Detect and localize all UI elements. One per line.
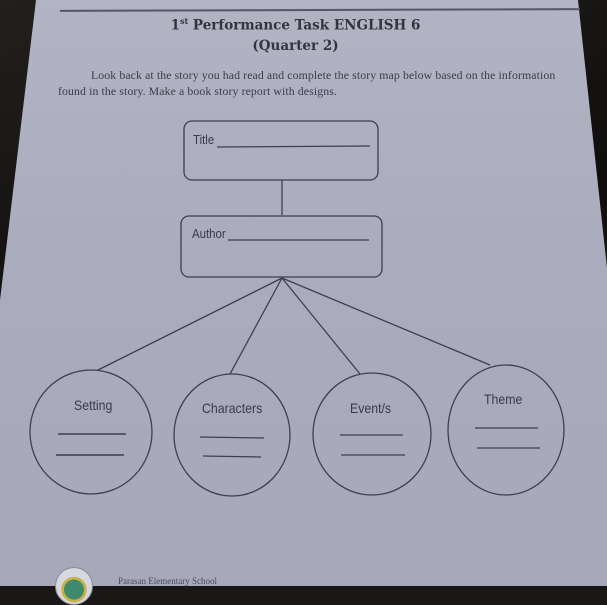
worksheet-subtitle: (Quarter 2) xyxy=(252,38,339,54)
title-box xyxy=(183,120,379,181)
instructions-text: Look back at the story you had read and … xyxy=(58,68,556,98)
title-text: Performance Task ENGLISH 6 xyxy=(188,17,421,34)
instructions: Look back at the story you had read and … xyxy=(58,67,558,99)
school-seal-icon xyxy=(55,567,93,605)
events-circle xyxy=(312,372,432,496)
school-name: Parasan Elementary School xyxy=(118,576,217,586)
events-label: Event/s xyxy=(350,400,392,416)
story-map-diagram xyxy=(29,120,565,497)
theme-label: Theme xyxy=(484,391,523,407)
title-label: Title xyxy=(193,132,215,147)
characters-label: Characters xyxy=(202,400,263,416)
worksheet-title: 1st Performance Task ENGLISH 6 xyxy=(0,16,599,34)
setting-circle xyxy=(29,369,153,495)
characters-blank-2 xyxy=(202,455,262,458)
characters-circle xyxy=(173,373,291,497)
connector-events xyxy=(281,277,361,375)
setting-label: Setting xyxy=(74,397,113,413)
author-label: Author xyxy=(192,226,226,241)
connector-characters xyxy=(229,277,283,375)
title-ordinal-suffix: st xyxy=(180,16,189,26)
author-box xyxy=(180,215,383,278)
connector-setting xyxy=(97,277,283,371)
worksheet-paper xyxy=(0,0,607,586)
connector-theme xyxy=(281,277,491,366)
theme-circle xyxy=(447,364,565,496)
characters-blank-1 xyxy=(199,436,265,439)
title-blank-line xyxy=(216,145,371,148)
title-ordinal: 1 xyxy=(170,17,180,34)
